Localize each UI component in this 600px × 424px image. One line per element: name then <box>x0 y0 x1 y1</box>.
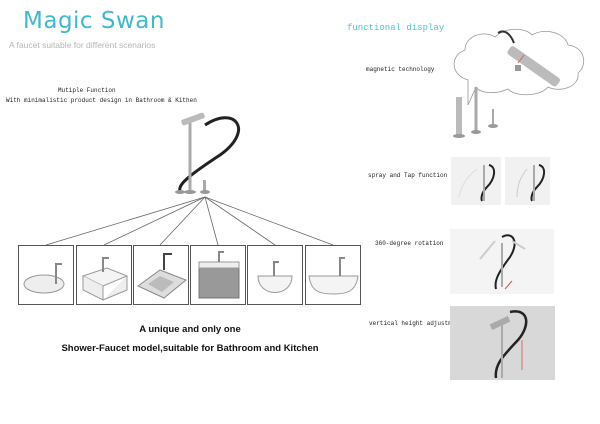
scenario-rectangular-sink <box>76 245 132 305</box>
scenario-vanity <box>190 245 246 305</box>
caption-line1: A unique and only one <box>139 324 241 335</box>
tap-mode-image <box>505 157 550 205</box>
scenario-washbasin <box>18 245 74 305</box>
page-title: Magic Swan <box>23 8 165 34</box>
intro-text: With minimalistic product design in Bath… <box>6 97 197 104</box>
scenario-bidet <box>247 245 303 305</box>
feature-magnetic-label: magnetic technology <box>366 66 435 73</box>
scenario-bathtub <box>305 245 361 305</box>
feature-spray-label: spray and Tap function <box>368 172 448 179</box>
caption-line2: Shower-Faucet model,suitable for Bathroo… <box>61 343 319 354</box>
scenario-kitchen-sink <box>133 245 189 305</box>
feature-height-label: vertical height adjustment <box>369 320 463 327</box>
feature-rotation-label: 360-degree rotation <box>375 240 444 247</box>
height-adjust-image <box>450 306 555 380</box>
rotation-image <box>450 229 554 294</box>
magnetic-illustration <box>453 28 585 138</box>
subtitle: A faucet suitable for different scenario… <box>9 40 156 50</box>
functional-heading: functional display <box>347 23 445 33</box>
faucet-illustration <box>45 112 334 246</box>
intro-heading: Mutiple Function <box>58 87 116 94</box>
spray-mode-image <box>451 157 501 205</box>
